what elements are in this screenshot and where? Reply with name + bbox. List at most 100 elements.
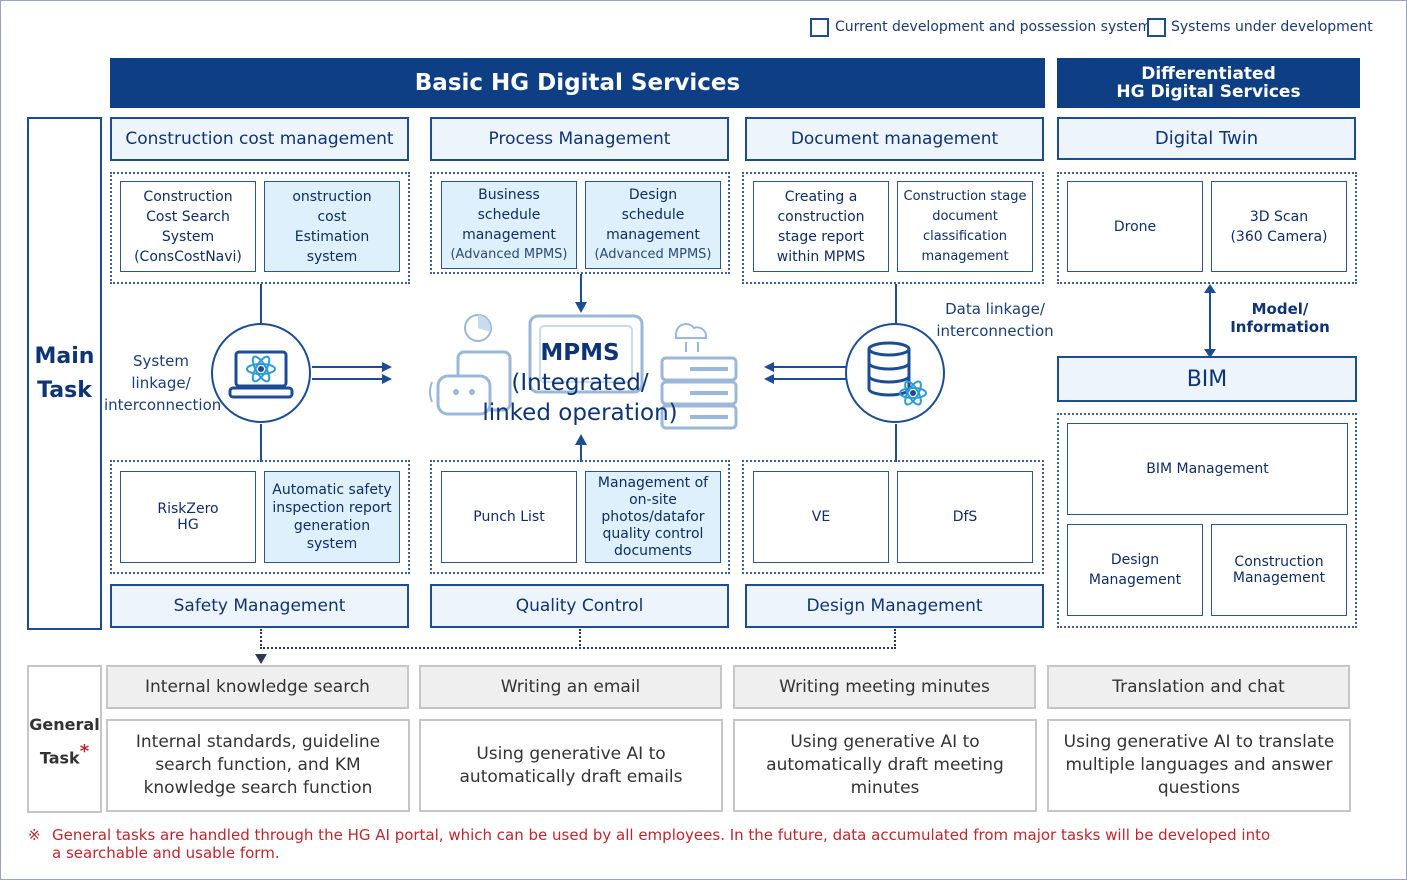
general-task-desc-text: Using generative AI to translate multipl… <box>1063 732 1335 798</box>
card-line: Construction <box>143 188 233 205</box>
system-linkage-line: linkage/ <box>131 374 191 392</box>
card-line: Cost Search <box>146 208 230 225</box>
model-info-line: Information <box>1230 318 1330 336</box>
data-linkage-circle <box>845 323 945 423</box>
system-linkage-circle <box>211 323 311 423</box>
general-task-line2: Task <box>39 748 80 768</box>
card-line: cost <box>317 208 347 225</box>
card-line: Management of <box>597 474 709 491</box>
header-safety-management: Safety Management <box>110 584 409 628</box>
card-dfs: DfS <box>897 471 1033 563</box>
header-digital-twin-label: Digital Twin <box>1154 128 1259 149</box>
footnote-mark: ※ <box>28 826 41 844</box>
general-task-title-minutes: Writing meeting minutes <box>733 665 1036 709</box>
card-line: system <box>306 536 358 552</box>
system-linkage-label: System linkage/ interconnection <box>104 350 222 416</box>
footnote-text: General tasks are handled through the HG… <box>52 826 1352 862</box>
card-line: HG <box>177 517 199 533</box>
card-line: management <box>606 227 700 243</box>
group-process <box>430 172 730 274</box>
header-quality-control-label: Quality Control <box>515 596 644 616</box>
card-line: document <box>932 208 998 224</box>
header-document-management-label: Document management <box>790 129 999 149</box>
header-construction-cost-label: Construction cost management <box>125 129 394 149</box>
card-line: schedule <box>477 207 541 223</box>
card-line: (360 Camera) <box>1230 228 1328 245</box>
header-safety-management-label: Safety Management <box>173 596 346 616</box>
model-information-label: Model/ Information <box>1225 300 1335 336</box>
general-task-desc-knowledge: Internal standards, guideline search fun… <box>106 719 410 812</box>
card-3d-scan: 3D Scan(360 Camera) <box>1211 181 1347 272</box>
system-linkage-line: System <box>133 352 189 370</box>
connector-line-cost <box>260 284 262 324</box>
header-design-management-label: Design Management <box>806 596 983 616</box>
card-line: VE <box>811 509 831 525</box>
card-line: Construction <box>1234 554 1324 570</box>
group-safety <box>110 460 410 574</box>
card-drone: Drone <box>1067 181 1203 272</box>
arrow-up-icon <box>575 434 587 445</box>
general-task-title-label: Writing meeting minutes <box>779 677 990 697</box>
header-digital-twin: Digital Twin <box>1057 117 1356 160</box>
connector-line-quality <box>580 440 582 462</box>
differentiated-title-line1: Differentiated <box>1141 64 1276 84</box>
mpms-subtitle-line2: linked operation) <box>482 400 678 426</box>
card-line: DfS <box>952 509 978 525</box>
general-task-label-box: General Task* <box>27 665 102 813</box>
header-bim: BIM <box>1057 356 1357 402</box>
model-info-line: Model/ <box>1251 300 1309 318</box>
general-task-title-label: Translation and chat <box>1112 677 1285 697</box>
card-line: stage report <box>777 228 865 245</box>
footnote-line: a searchable and usable form. <box>52 844 280 862</box>
legend-developing-swatch <box>1147 18 1166 37</box>
card-subline: (Advanced MPMS) <box>450 247 568 262</box>
card-line: construction <box>777 208 865 225</box>
card-line: Design <box>1110 552 1160 568</box>
group-digital-twin <box>1057 172 1357 284</box>
connector-line-safety <box>260 424 262 462</box>
arrow-right-icon <box>312 362 392 384</box>
dotted-connector-horizontal <box>260 647 896 649</box>
legend-current-swatch <box>810 18 829 37</box>
card-line: Estimation <box>294 228 370 245</box>
card-line: photos/datafor <box>601 508 705 525</box>
card-line: onstruction <box>292 188 372 205</box>
header-process-management: Process Management <box>430 117 729 161</box>
arrow-down-small-icon <box>255 654 267 664</box>
header-quality-control: Quality Control <box>430 584 729 628</box>
card-line: management <box>462 227 556 243</box>
connector-line-process <box>580 274 582 310</box>
mpms-illustration-icon <box>429 314 738 430</box>
header-document-management: Document management <box>745 117 1044 161</box>
legend-current-label: Current development and possession syste… <box>835 19 1159 35</box>
card-subline: (Advanced MPMS) <box>594 247 712 262</box>
data-linkage-line: Data linkage/ <box>945 300 1045 318</box>
card-line: inspection report <box>272 500 392 516</box>
main-task-line1: Main <box>34 343 95 369</box>
general-task-title-email: Writing an email <box>419 665 722 709</box>
card-line: schedule <box>621 207 685 223</box>
dotted-connector-safety <box>260 629 262 649</box>
system-linkage-line: interconnection <box>104 396 222 414</box>
data-linkage-label: Data linkage/ interconnection <box>932 298 1058 342</box>
card-line: classification <box>922 228 1008 244</box>
main-task-line2: Task <box>37 377 92 403</box>
group-document <box>742 172 1044 284</box>
general-task-desc-text: Using generative AI to automatically dra… <box>766 732 1004 798</box>
general-task-desc-email: Using generative AI to automatically dra… <box>419 719 723 812</box>
connector-line-document <box>895 284 897 324</box>
card-line: on-site <box>629 491 677 508</box>
card-line: generation <box>293 518 371 534</box>
connector-line-design <box>895 424 897 462</box>
card-line: Creating a <box>784 188 858 205</box>
general-task-desc-translation: Using generative AI to translate multipl… <box>1047 719 1351 812</box>
